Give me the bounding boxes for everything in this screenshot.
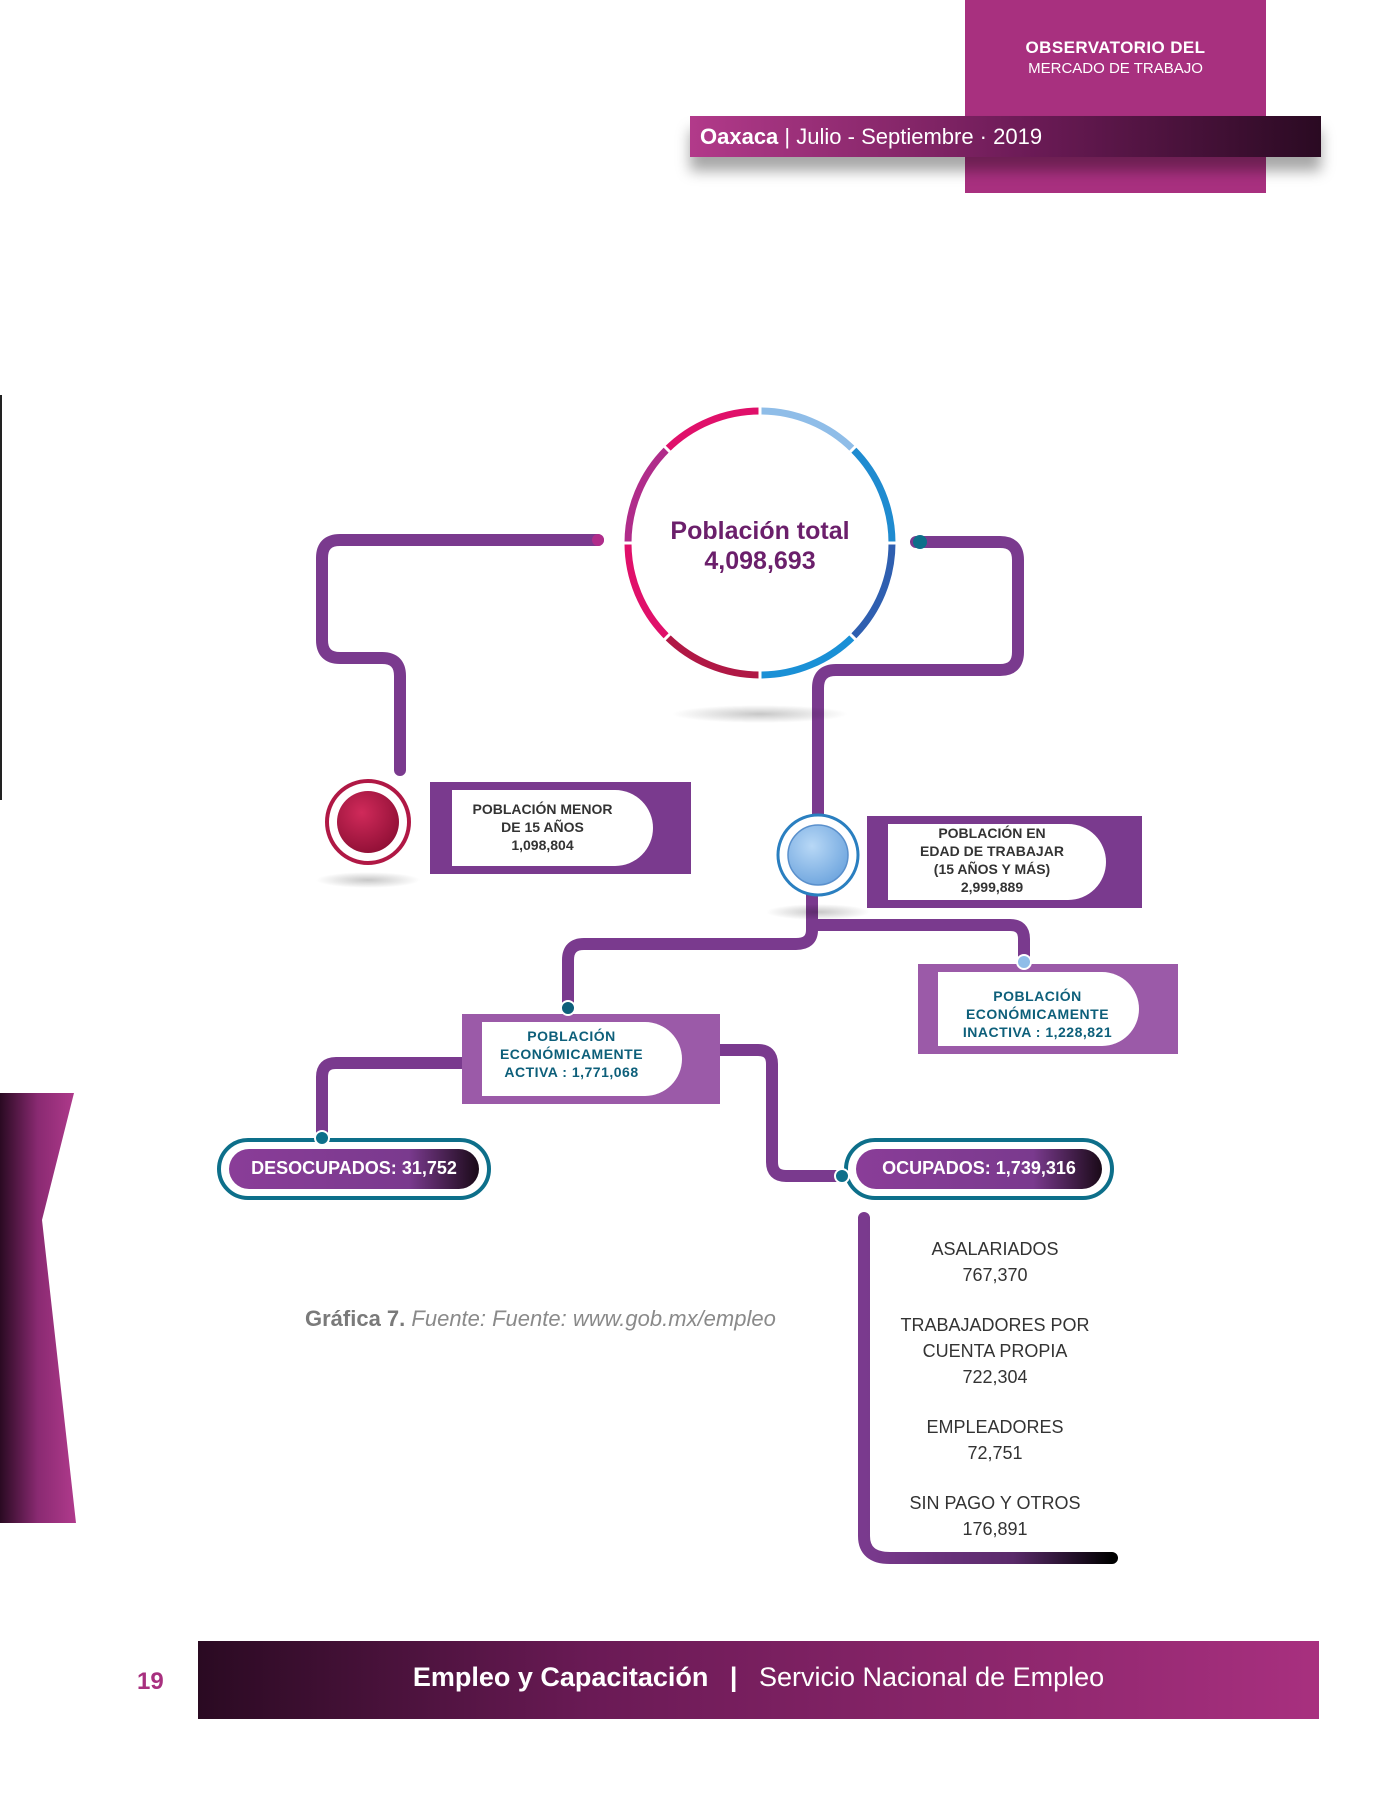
caption-source-prefix: Fuente: Fuente: <box>411 1306 567 1331</box>
activa-box-label-area <box>482 1022 682 1096</box>
total-circle-ring-dividers <box>621 404 899 682</box>
total-circle-shadow <box>672 705 848 723</box>
ocupados-text: OCUPADOS: 1,739,316 <box>856 1158 1102 1179</box>
connector-edad-to-inactiva <box>806 919 1030 968</box>
edad-value: 2,999,889 <box>960 879 1024 895</box>
ocupados-dot <box>834 1168 850 1184</box>
inactiva-box-label-area <box>938 972 1139 1046</box>
menor-label-line1: POBLACIÓN MENOR <box>472 801 613 817</box>
total-left-dot <box>592 534 604 546</box>
breakdown-value: 722,304 <box>962 1367 1028 1387</box>
caption-source-url[interactable]: www.gob.mx/empleo <box>572 1306 776 1331</box>
breakdown-sin-pago: SIN PAGO Y OTROS 176,891 <box>880 1490 1110 1542</box>
activa-dot <box>560 1000 576 1016</box>
total-label: Población total <box>670 517 850 545</box>
caption-label: Gráfica 7. <box>305 1306 406 1331</box>
total-circle-ring <box>624 407 896 679</box>
breakdown-label: TRABAJADORES POR <box>900 1315 1090 1335</box>
edad-node-core <box>787 824 849 886</box>
connector-lines <box>316 534 1030 1182</box>
inactiva-dot <box>1016 954 1032 970</box>
edad-box-label-area <box>888 824 1106 900</box>
page-number: 19 <box>137 1668 164 1695</box>
header-period-bar <box>690 116 1321 157</box>
header-block <box>965 0 1266 193</box>
menor-label-line2: DE 15 AÑOS <box>501 819 584 835</box>
total-value: 4,098,693 <box>704 547 816 575</box>
desocupados-label: DESOCUPADOS: <box>251 1158 397 1178</box>
header-title-line1: OBSERVATORIO DEL <box>1025 38 1206 57</box>
connector-edad-to-activa <box>562 889 818 1014</box>
footer-title: Empleo y Capacitación <box>412 1662 709 1692</box>
breakdown-label: ASALARIADOS <box>931 1239 1059 1259</box>
edad-label-group: POBLACIÓN EN EDAD DE TRABAJAR (15 AÑOS Y… <box>892 824 1092 896</box>
footer-bar <box>198 1641 1319 1719</box>
header-separator: | <box>784 124 791 149</box>
breakdown-label: SIN PAGO Y OTROS <box>909 1493 1081 1513</box>
edad-label-line3: (15 AÑOS Y MÁS) <box>933 861 1051 877</box>
breakdown-label: EMPLEADORES <box>926 1417 1064 1437</box>
breakdown-cuenta-propia: TRABAJADORES POR CUENTA PROPIA 722,304 <box>880 1312 1110 1390</box>
desocupados-pill <box>229 1149 479 1189</box>
header-period: Julio - Septiembre · 2019 <box>796 124 1043 149</box>
ocupados-value: 1,739,316 <box>995 1158 1076 1178</box>
connector-total-to-menor <box>316 534 604 776</box>
inactiva-label-prefix: INACTIVA : <box>962 1024 1041 1040</box>
footer-subtitle: Servicio Nacional de Empleo <box>759 1662 1105 1692</box>
menor-value: 1,098,804 <box>511 837 574 853</box>
activa-label-line1: POBLACIÓN <box>527 1028 616 1044</box>
desocupados-dot <box>314 1130 330 1146</box>
ocupados-pill <box>856 1149 1102 1189</box>
inactiva-label-line1: POBLACIÓN <box>993 988 1082 1004</box>
breakdown-value: 72,751 <box>967 1443 1023 1463</box>
inactiva-label-line2: ECONÓMICAMENTE <box>965 1006 1110 1022</box>
total-label-group: Población total 4,098,693 <box>640 516 880 576</box>
footer-text: Empleo y Capacitación | Servicio Naciona… <box>198 1662 1319 1693</box>
footer-separator: | <box>729 1662 738 1692</box>
ocupados-breakdown-line <box>858 1212 1118 1564</box>
activa-value: 1,771,068 <box>571 1064 639 1080</box>
connector-activa-to-desocupados <box>316 1057 468 1144</box>
header-state: Oaxaca <box>700 124 779 149</box>
left-edge-line <box>0 395 2 800</box>
figure-caption: Gráfica 7. Fuente: Fuente: www.gob.mx/em… <box>305 1306 776 1332</box>
activa-label-group: POBLACIÓN ECONÓMICAMENTE ACTIVA : 1,771,… <box>484 1027 659 1081</box>
header-period-text: Oaxaca | Julio - Septiembre · 2019 <box>700 124 1042 150</box>
ocupados-label: OCUPADOS: <box>882 1158 991 1178</box>
edad-label-line1: POBLACIÓN EN <box>938 825 1046 841</box>
edad-node-shadow <box>766 904 870 920</box>
header-title-line2: MERCADO DE TRABAJO <box>1028 60 1203 77</box>
activa-label-line3: ACTIVA : 1,771,068 <box>484 1063 659 1081</box>
breakdown-value: 767,370 <box>962 1265 1028 1285</box>
connector-activa-to-ocupados <box>714 1044 848 1182</box>
activa-label-prefix: ACTIVA : <box>504 1064 568 1080</box>
left-decoration-shape <box>0 1093 76 1523</box>
breakdown-asalariados: ASALARIADOS 767,370 <box>880 1236 1110 1288</box>
desocupados-text: DESOCUPADOS: 31,752 <box>229 1158 479 1179</box>
edad-label-line2: EDAD DE TRABAJAR <box>920 843 1064 859</box>
connector-total-to-edad <box>812 536 1024 821</box>
breakdown-value: 176,891 <box>962 1519 1028 1539</box>
inactiva-label-group: POBLACIÓN ECONÓMICAMENTE INACTIVA : 1,22… <box>940 987 1135 1041</box>
breakdown-label-line2: CUENTA PROPIA <box>922 1341 1068 1361</box>
menor-box-label-area <box>452 790 653 866</box>
menor-node-shadow <box>316 872 420 888</box>
inactiva-label-line3: INACTIVA : 1,228,821 <box>940 1023 1135 1041</box>
breakdown-empleadores: EMPLEADORES 72,751 <box>880 1414 1110 1466</box>
total-right-dot <box>913 535 927 549</box>
activa-label-line2: ECONÓMICAMENTE <box>499 1046 644 1062</box>
desocupados-value: 31,752 <box>401 1158 457 1178</box>
inactiva-value: 1,228,821 <box>1045 1024 1113 1040</box>
menor-label-group: POBLACIÓN MENOR DE 15 AÑOS 1,098,804 <box>455 800 630 854</box>
menor-node-core <box>337 791 399 853</box>
